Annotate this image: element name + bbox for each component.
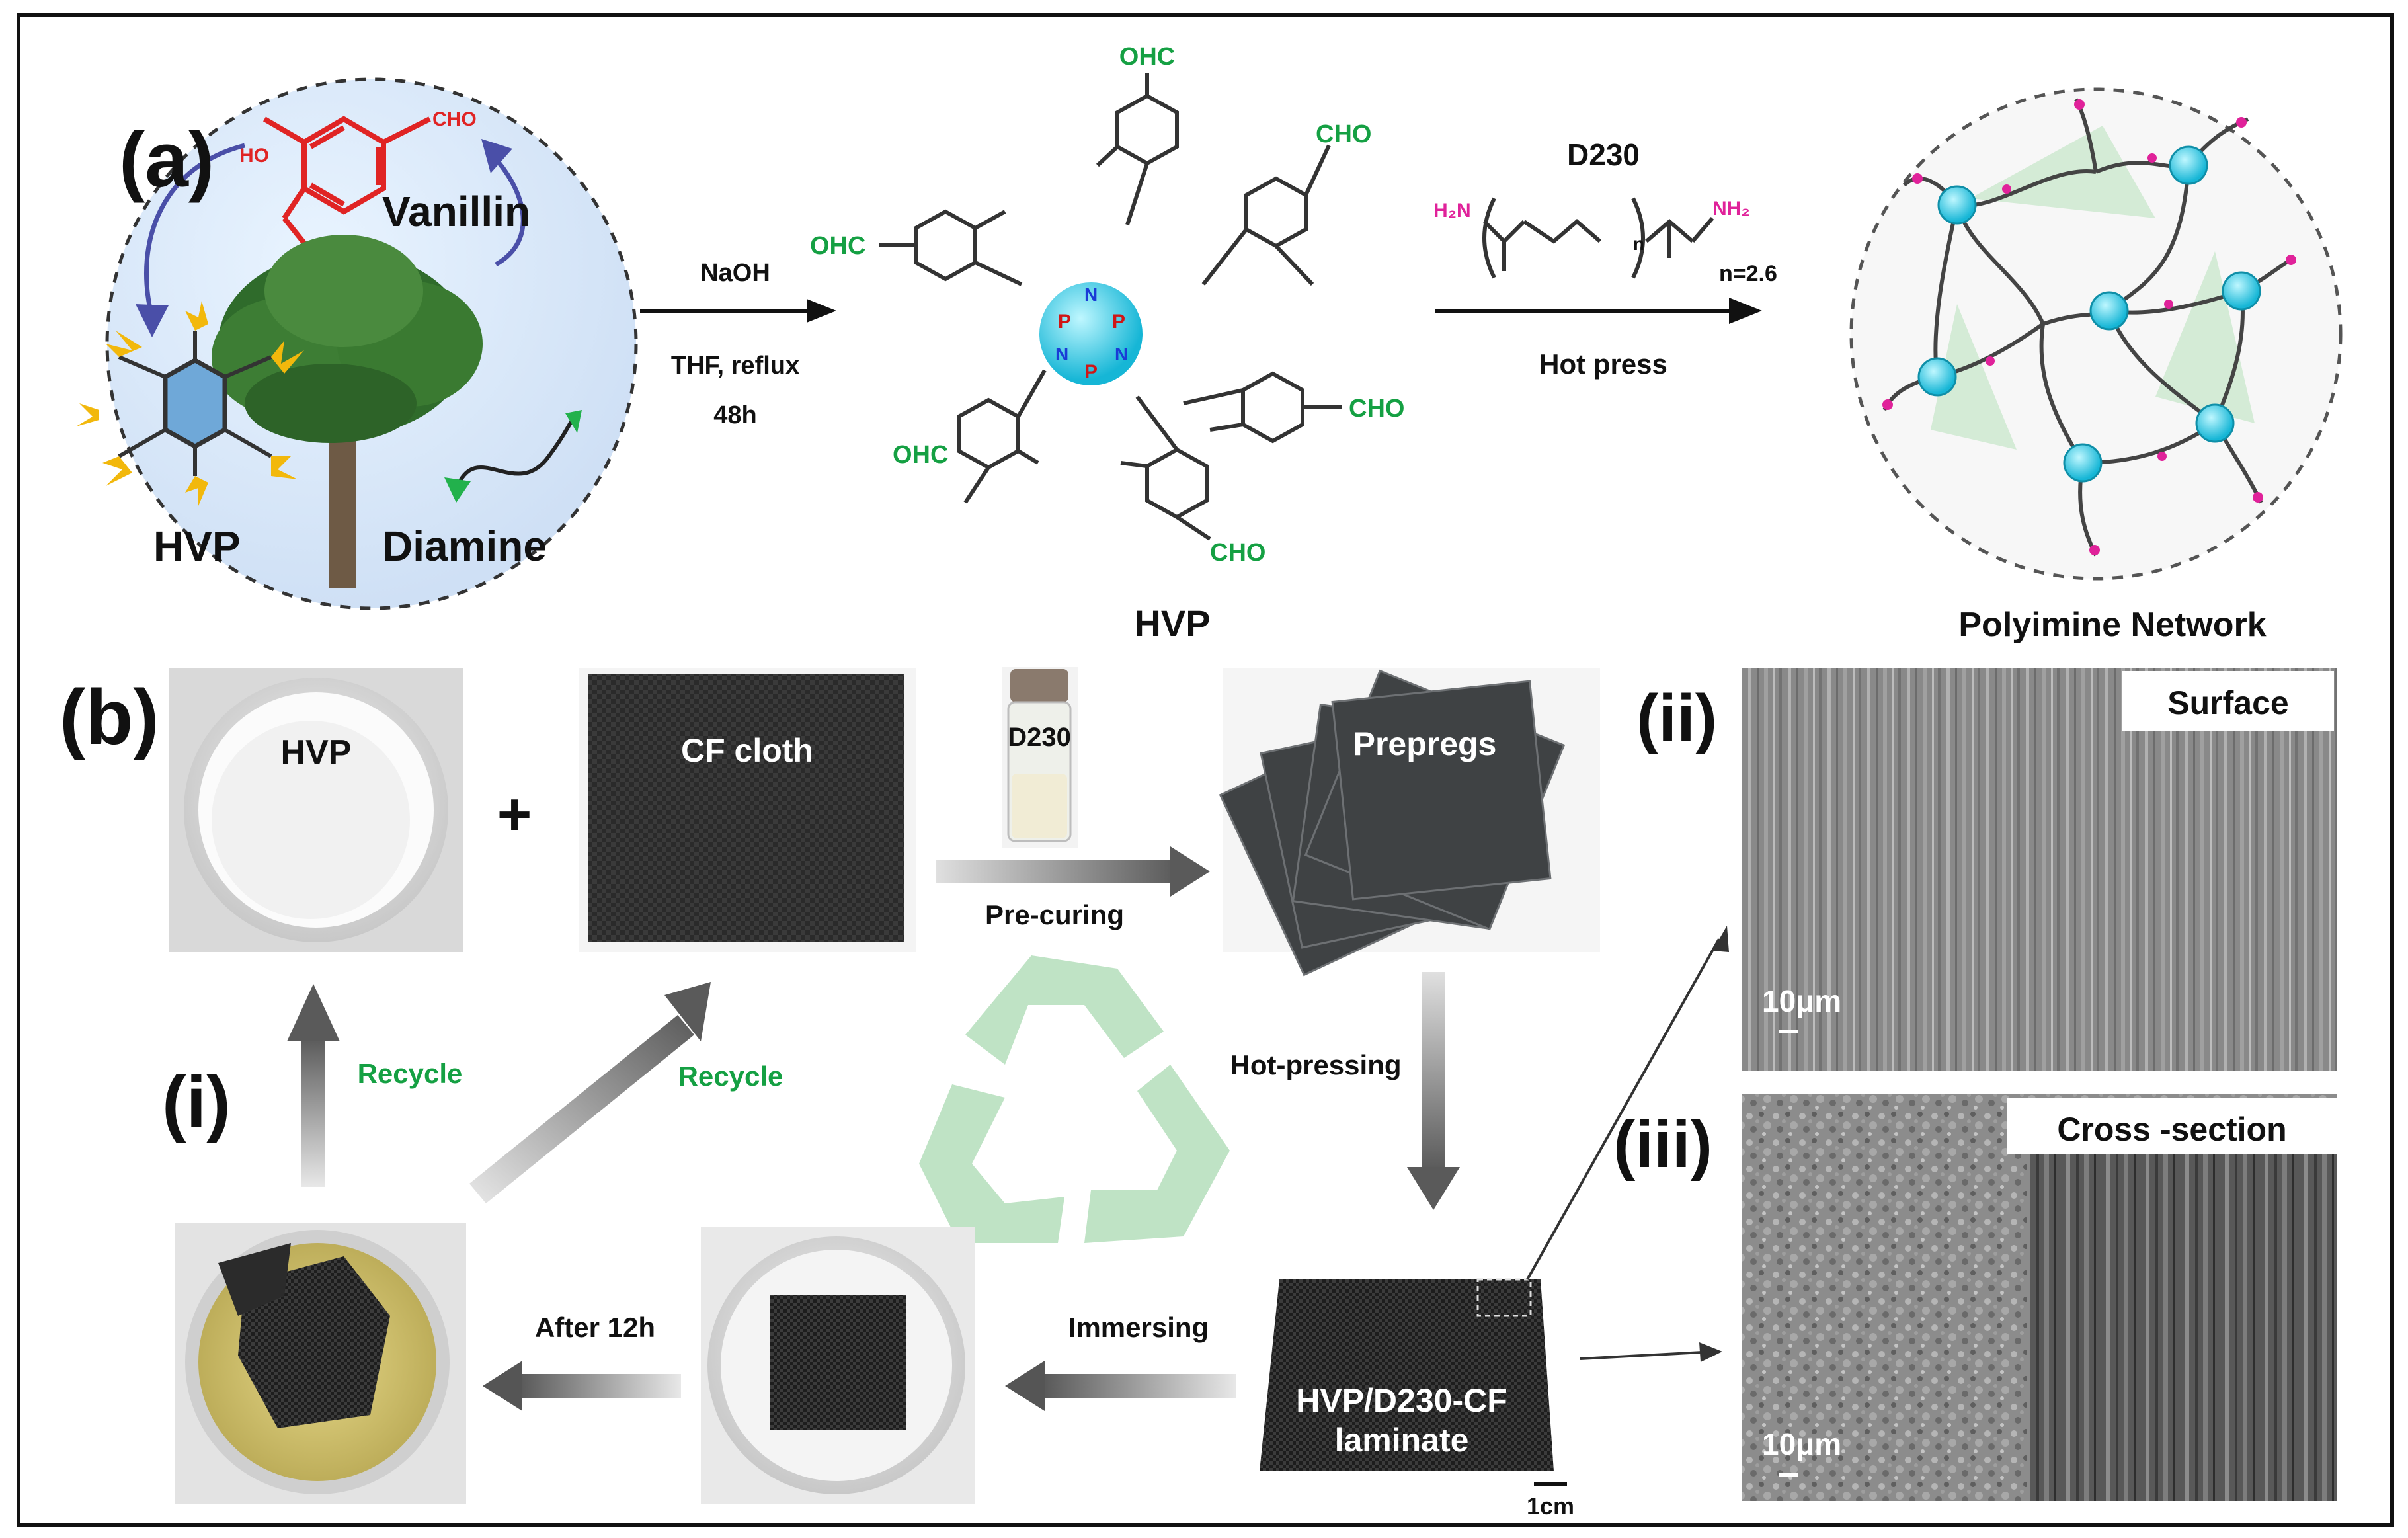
n-atom-3: N xyxy=(1115,344,1128,364)
h2n-label: H₂N xyxy=(1433,200,1471,222)
hvp-cho-top: OHC xyxy=(1119,43,1175,71)
figure-border xyxy=(17,13,2394,1527)
hvp-molecule xyxy=(879,73,1342,541)
polyimine-network-label: Polyimine Network xyxy=(1958,606,2266,644)
link-line-surface-head xyxy=(1712,926,1729,952)
immersing-arrow xyxy=(1038,1374,1236,1398)
step1-reagent: NaOH xyxy=(700,259,770,287)
panel-a-tag: (a) xyxy=(119,116,214,204)
link-line-cross xyxy=(1580,1351,1703,1360)
after-arrow xyxy=(516,1374,681,1398)
link-line-cross-head xyxy=(1699,1342,1722,1362)
dissolved-dish-photo xyxy=(175,1223,466,1504)
hotpressing-label: Hot-pressing xyxy=(1230,1049,1401,1080)
vanillin-label: Vanillin xyxy=(382,188,530,235)
hotpressing-arrow xyxy=(1422,972,1445,1170)
step2-amine: D230 xyxy=(1567,138,1640,172)
n-atom-2: N xyxy=(1055,344,1068,364)
precuring-arrow-head xyxy=(1170,846,1210,897)
sem-surface-image xyxy=(1742,668,2337,1071)
curve-arrow-right-head xyxy=(481,139,512,173)
laminate-label-line2: laminate xyxy=(1335,1422,1469,1459)
laminate-label-line1: HVP/D230-CF xyxy=(1296,1382,1507,1419)
tree-icon xyxy=(212,235,483,588)
n-subscript: n xyxy=(1633,233,1644,254)
laminate-scale-label: 1cm xyxy=(1527,1492,1574,1519)
n-atom-1: N xyxy=(1084,284,1098,305)
diamine-label: Diamine xyxy=(382,522,547,570)
step2-process: Hot press xyxy=(1539,348,1667,380)
sem-cross-scale-label: 10μm xyxy=(1762,1427,1841,1461)
hvp-photo-label: HVP xyxy=(281,733,352,772)
hvp-cho-right: CHO xyxy=(1349,395,1404,423)
after-label: After 12h xyxy=(535,1312,655,1343)
laminate-photo xyxy=(1260,1278,1554,1471)
hvp-molecule-name: HVP xyxy=(1134,602,1210,644)
recycle-diag-arrow-head xyxy=(664,982,711,1041)
immersing-arrow-head xyxy=(1005,1361,1045,1411)
link-line-surface xyxy=(1526,938,1720,1280)
recycle-icon xyxy=(919,955,1230,1243)
hvp-cho-topright: CHO xyxy=(1316,120,1371,148)
precuring-label: Pre-curing xyxy=(985,899,1124,930)
vanillin-ho-label: HO xyxy=(239,145,269,167)
vial-label: D230 xyxy=(1008,723,1071,752)
p-atom-2: P xyxy=(1112,311,1125,333)
sem-cross-section-image xyxy=(1742,1094,2337,1501)
panel-b-tag: (b) xyxy=(60,674,159,761)
sem-cross-label: Cross -section xyxy=(2057,1111,2286,1148)
hvp-powder-photo xyxy=(169,668,463,952)
sem-surface-label: Surface xyxy=(2167,684,2288,721)
curve-arrow-left-head xyxy=(136,304,169,337)
sub-tag-iii: (iii) xyxy=(1613,1108,1712,1182)
sem-surface-scale-label: 10μm xyxy=(1762,984,1841,1018)
step1-time: 48h xyxy=(713,401,756,429)
step2-n-value: n=2.6 xyxy=(1719,261,1777,286)
step1-arrow-head xyxy=(807,299,836,323)
nh2-label: NH₂ xyxy=(1712,198,1750,220)
hotpressing-arrow-head xyxy=(1407,1167,1460,1210)
hvp-circle-label: HVP xyxy=(153,522,241,570)
immersing-label: Immersing xyxy=(1068,1312,1209,1343)
p-atom-1: P xyxy=(1058,311,1071,333)
hvp-hexagon-icon xyxy=(76,301,304,506)
prepregs-label: Prepregs xyxy=(1353,725,1497,762)
cf-cloth-photo xyxy=(579,668,916,952)
step2-arrow-head xyxy=(1729,298,1762,324)
curve-arrow-left xyxy=(144,143,245,318)
recycle-right-label: Recycle xyxy=(678,1061,783,1092)
hvp-cho-bottom: CHO xyxy=(1210,539,1265,567)
immersed-dish-photo xyxy=(701,1227,975,1504)
recycle-left-label: Recycle xyxy=(358,1058,463,1089)
sub-tag-ii: (ii) xyxy=(1636,681,1717,755)
vanillin-cho-label: CHO xyxy=(432,108,477,130)
diamine-icon xyxy=(444,410,582,503)
p-atom-3: P xyxy=(1084,361,1098,383)
step1-conditions: THF, reflux xyxy=(671,352,799,380)
hvp-cho-bottomleft: OHC xyxy=(893,441,948,469)
recycle-diag-arrow xyxy=(469,1015,694,1203)
polyimine-network-diagram xyxy=(1849,87,2343,581)
recycle-up-arrow-head xyxy=(287,984,340,1041)
cf-cloth-label: CF cloth xyxy=(681,732,813,769)
prepregs-photo xyxy=(1219,668,1600,977)
after-arrow-head xyxy=(483,1361,522,1411)
recycle-up-arrow xyxy=(301,1038,325,1187)
d230-vial-photo xyxy=(1002,667,1078,848)
hvp-cho-left: OHC xyxy=(810,232,865,260)
sub-tag-i: (i) xyxy=(162,1062,231,1143)
plus-sign: + xyxy=(497,782,532,848)
precuring-arrow xyxy=(936,860,1177,883)
curve-arrow-right xyxy=(487,150,526,267)
d230-structure xyxy=(1482,197,1714,279)
